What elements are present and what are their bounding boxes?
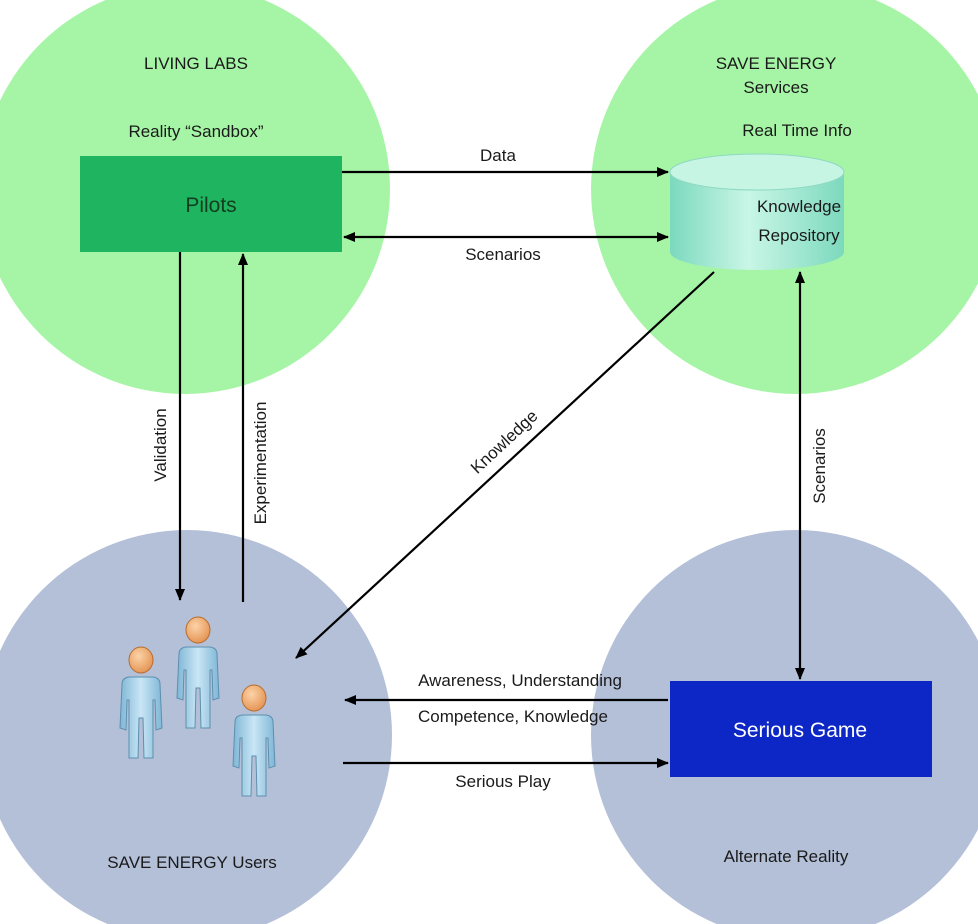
knowledge-repository-label: Knowledge [757, 197, 841, 216]
living-labs-title: LIVING LABS [144, 54, 248, 73]
alternate-reality-caption: Alternate Reality [724, 847, 849, 866]
experimentation-label: Experimentation [251, 402, 270, 525]
knowledge-arrow [295, 271, 715, 659]
services-title-line2: Services [743, 78, 808, 97]
scenarios-top-label: Scenarios [465, 245, 541, 264]
knowledge-repository-label-2: Repository [758, 226, 840, 245]
database-cylinder-icon[interactable] [669, 153, 845, 270]
pilots-box[interactable] [80, 156, 342, 252]
users-caption: SAVE ENERGY Users [107, 853, 276, 872]
validation-label: Validation [151, 408, 170, 481]
scenarios-right-label: Scenarios [810, 428, 829, 504]
serious-game-label: Serious Game [733, 719, 867, 742]
services-title: SAVE ENERGY [716, 54, 837, 73]
competence-label: Competence, Knowledge [418, 707, 608, 726]
serious-game-box[interactable] [670, 681, 932, 777]
users-circle [0, 530, 392, 924]
living-labs-subtitle: Reality “Sandbox” [128, 122, 263, 141]
awareness-label: Awareness, Understanding [418, 671, 622, 690]
data-label: Data [480, 146, 516, 165]
services-subtitle: Real Time Info [742, 121, 852, 140]
serious-play-label: Serious Play [455, 772, 551, 791]
pilots-label: Pilots [185, 194, 236, 217]
